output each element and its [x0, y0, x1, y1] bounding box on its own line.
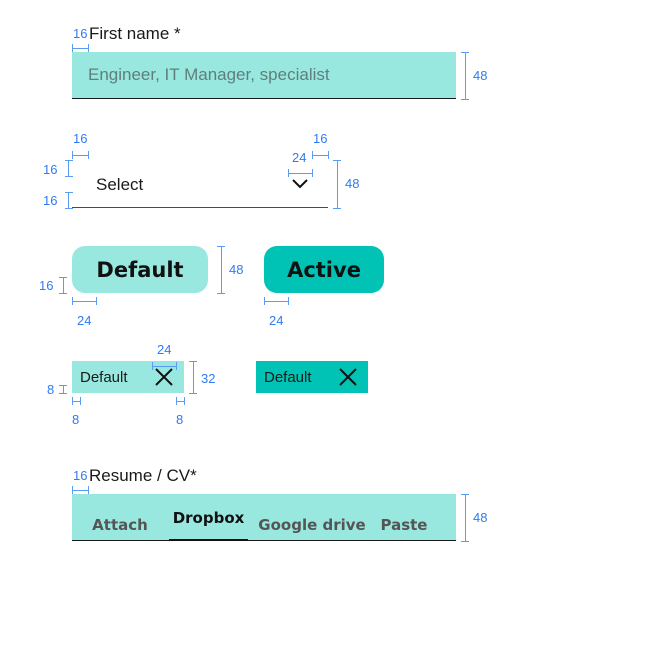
chevron-down-icon [292, 179, 308, 189]
chip-label: Default [264, 369, 312, 386]
chip-default: Default [72, 361, 184, 393]
spec-label: 48 [345, 176, 360, 191]
tab-attach[interactable]: Attach [92, 516, 148, 534]
first-name-label: First name * [89, 24, 181, 43]
spec-label: 24 [292, 150, 307, 165]
spec-label: 16 [73, 26, 88, 41]
first-name-input[interactable] [72, 52, 456, 99]
spec-label: 16 [43, 193, 58, 208]
select-dropdown[interactable]: Select [72, 160, 328, 208]
resume-tabs: Attach Dropbox Google drive Paste [72, 494, 456, 541]
tab-google-drive[interactable]: Google drive [258, 516, 366, 534]
spec-label: 16 [313, 131, 328, 146]
spec-label: 24 [157, 342, 172, 357]
spec-label: 16 [39, 278, 54, 293]
spec-label: 8 [176, 412, 184, 427]
spec-label: 48 [473, 68, 488, 83]
tab-paste[interactable]: Paste [380, 516, 428, 534]
active-button[interactable]: Active [264, 246, 384, 293]
chip-active: Default [256, 361, 368, 393]
resume-label: Resume / CV* [89, 466, 197, 485]
spec-label: 24 [269, 313, 284, 328]
spec-label: 32 [201, 371, 216, 386]
tab-dropbox[interactable]: Dropbox [169, 494, 248, 541]
spec-label: 48 [473, 510, 488, 525]
close-icon[interactable] [336, 365, 360, 389]
default-button[interactable]: Default [72, 246, 208, 293]
select-value: Select [96, 175, 144, 194]
close-icon[interactable] [152, 365, 176, 389]
spec-label: 16 [73, 131, 88, 146]
spec-label: 48 [229, 262, 244, 277]
spec-label: 16 [43, 162, 58, 177]
spec-label: 8 [47, 382, 55, 397]
spec-label: 16 [73, 468, 88, 483]
spec-label: 8 [72, 412, 80, 427]
chip-label: Default [80, 369, 128, 386]
spec-label: 24 [77, 313, 92, 328]
